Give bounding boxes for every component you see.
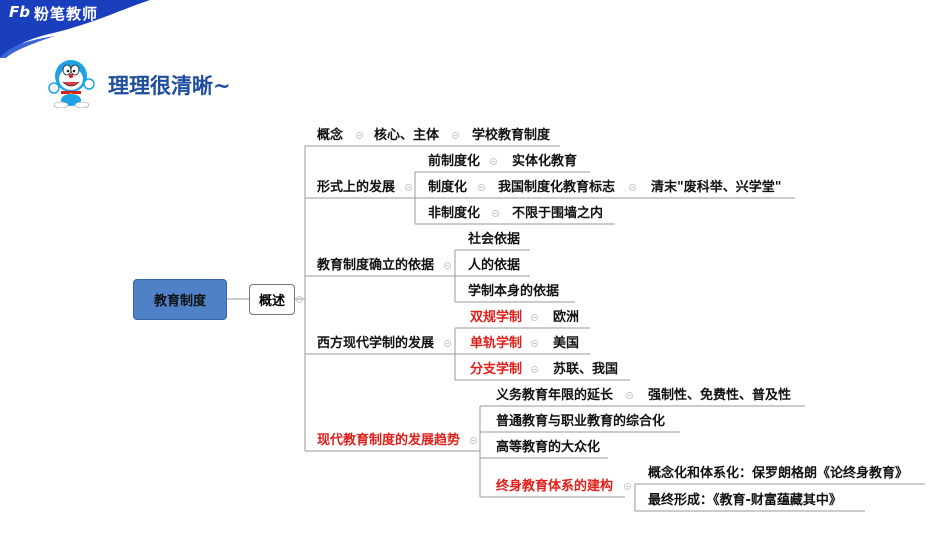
node-non-institutional[interactable]: 非制度化 (428, 206, 481, 221)
hub-node[interactable]: 概述 (249, 284, 295, 315)
node-system-basis[interactable]: 学制本身的依据 (468, 284, 560, 299)
node-concept-school[interactable]: 学校教育制度 (472, 128, 551, 143)
node-formal[interactable]: 形式上的发展 (317, 180, 396, 195)
root-node[interactable]: 教育制度 (133, 279, 227, 320)
node-beyond-walls[interactable]: 不限于围墙之内 (512, 206, 604, 221)
node-integration[interactable]: 普通教育与职业教育的综合化 (496, 414, 666, 429)
node-single-track[interactable]: 单轨学制 (470, 336, 523, 351)
node-europe[interactable]: 欧洲 (553, 310, 580, 325)
collapse-icon[interactable] (444, 340, 451, 347)
node-entity-education[interactable]: 实体化教育 (512, 154, 578, 169)
collapse-icon[interactable] (626, 392, 633, 399)
collapse-icon[interactable] (629, 184, 636, 191)
node-institutional[interactable]: 制度化 (428, 180, 468, 195)
collapse-icon[interactable] (531, 366, 538, 373)
brand-banner (0, 0, 150, 58)
node-lifelong[interactable]: 终身教育体系的建构 (496, 479, 614, 494)
node-concept[interactable]: 概念 (317, 128, 344, 143)
page-title: 理理很清晰~ (108, 74, 231, 98)
node-concept-core[interactable]: 核心、主体 (374, 128, 440, 143)
collapse-icon[interactable] (624, 483, 631, 490)
collapse-icon[interactable] (296, 296, 303, 303)
node-pre-institutional[interactable]: 前制度化 (428, 154, 481, 169)
collapse-icon[interactable] (531, 340, 538, 347)
node-human-basis[interactable]: 人的依据 (468, 258, 521, 273)
collapse-icon[interactable] (492, 210, 499, 217)
node-compulsory[interactable]: 义务教育年限的延长 (496, 388, 614, 403)
collapse-icon[interactable] (452, 132, 459, 139)
node-lifelong-concept[interactable]: 概念化和体系化：保罗朗格朗《论终身教育》 (648, 466, 909, 481)
collapse-icon[interactable] (405, 184, 412, 191)
node-western[interactable]: 西方现代学制的发展 (317, 336, 435, 351)
collapse-icon[interactable] (356, 132, 363, 139)
collapse-icon[interactable] (490, 158, 497, 165)
collapse-icon[interactable] (478, 184, 485, 191)
brand-logo: Fb (9, 3, 30, 21)
collapse-icon[interactable] (444, 262, 451, 269)
node-dual-track[interactable]: 双规学制 (470, 310, 523, 325)
node-usa[interactable]: 美国 (553, 336, 580, 351)
node-late-qing[interactable]: 清末"废科举、兴学堂" (651, 180, 782, 195)
node-mass-higher-ed[interactable]: 高等教育的大众化 (496, 440, 601, 455)
node-ussr-china[interactable]: 苏联、我国 (553, 362, 619, 377)
brand-name: 粉笔教师 (34, 5, 99, 23)
node-lifelong-final[interactable]: 最终形成：《教育-财富蕴藏其中》 (648, 493, 842, 508)
node-inst-sign[interactable]: 我国制度化教育标志 (498, 180, 616, 195)
node-basis[interactable]: 教育制度确立的依据 (317, 258, 435, 273)
node-branch-track[interactable]: 分支学制 (470, 362, 523, 377)
collapse-icon[interactable] (470, 437, 477, 444)
node-social-basis[interactable]: 社会依据 (468, 232, 521, 247)
collapse-icon[interactable] (531, 314, 538, 321)
node-compulsory-detail[interactable]: 强制性、免费性、普及性 (648, 388, 792, 403)
doraemon-mascot-icon (48, 60, 95, 108)
node-trends[interactable]: 现代教育制度的发展趋势 (317, 433, 461, 448)
